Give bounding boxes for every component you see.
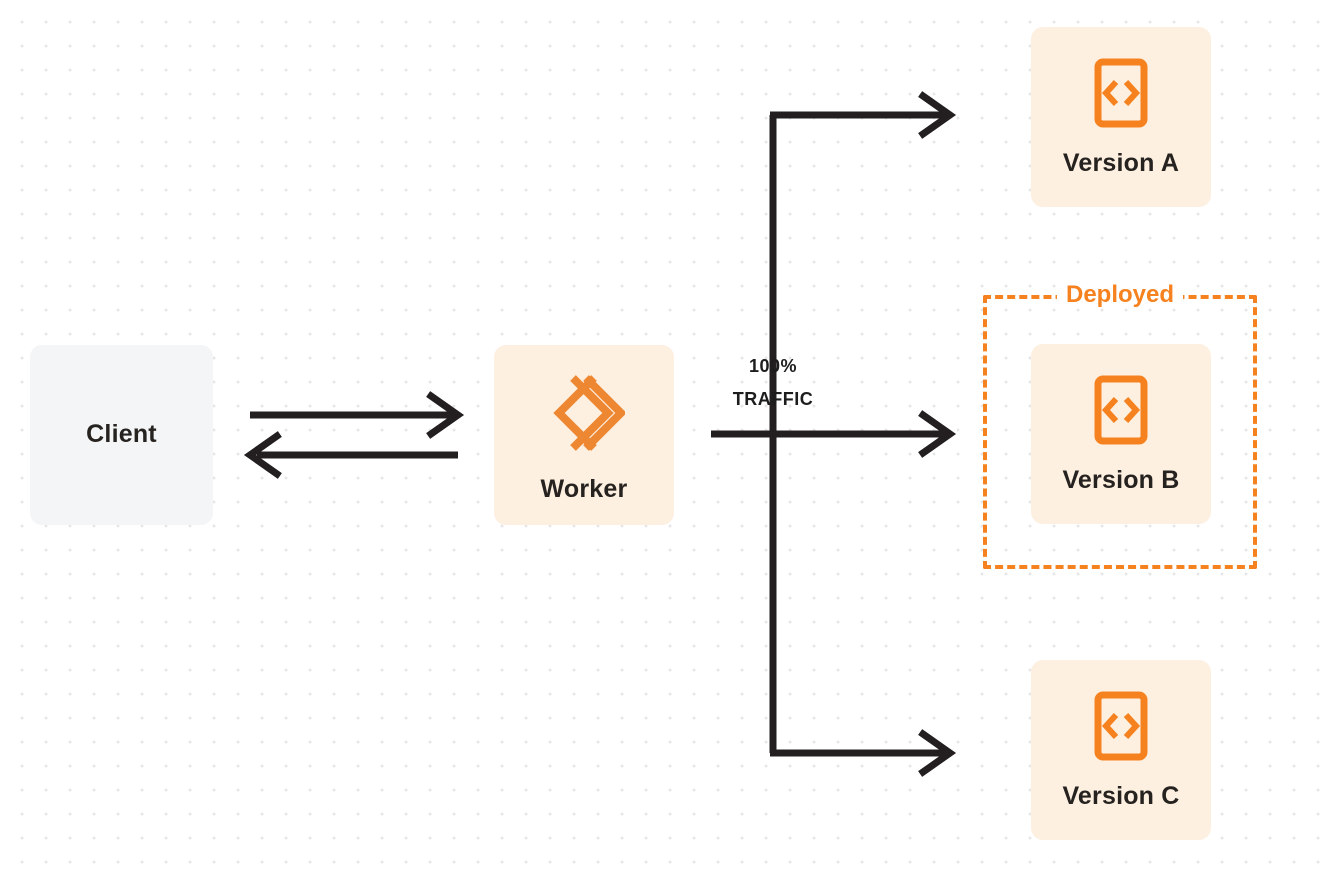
node-worker[interactable]: Worker [494, 345, 674, 525]
traffic-percent: 100% [748, 356, 798, 376]
code-file-icon [1093, 374, 1149, 451]
node-client[interactable]: Client [30, 345, 213, 525]
deployed-group: Deployed [983, 283, 1257, 569]
cloudflare-workers-logo-icon [543, 373, 627, 458]
node-version-a[interactable]: Version A [1031, 27, 1211, 207]
arrow-head-version-b [918, 410, 957, 458]
arrow-head-version-c [918, 729, 957, 777]
version-b-label: Version B [1062, 465, 1180, 494]
version-a-label: Version A [1062, 148, 1180, 177]
version-c-label: Version C [1062, 781, 1180, 810]
traffic-label: 100% TRAFFIC [663, 350, 883, 417]
deployed-group-label: Deployed [1056, 283, 1184, 307]
code-file-icon [1093, 57, 1149, 134]
node-version-b[interactable]: Version B [1031, 344, 1211, 524]
arrow-head-version-a [918, 91, 957, 139]
worker-label: Worker [540, 474, 628, 503]
traffic-word: TRAFFIC [732, 389, 814, 410]
edge-worker-to-versions [711, 91, 957, 777]
node-version-c[interactable]: Version C [1031, 660, 1211, 840]
code-file-icon [1093, 690, 1149, 767]
edge-worker-to-client [243, 431, 458, 479]
client-label: Client [86, 420, 157, 449]
edge-client-to-worker [250, 391, 465, 439]
